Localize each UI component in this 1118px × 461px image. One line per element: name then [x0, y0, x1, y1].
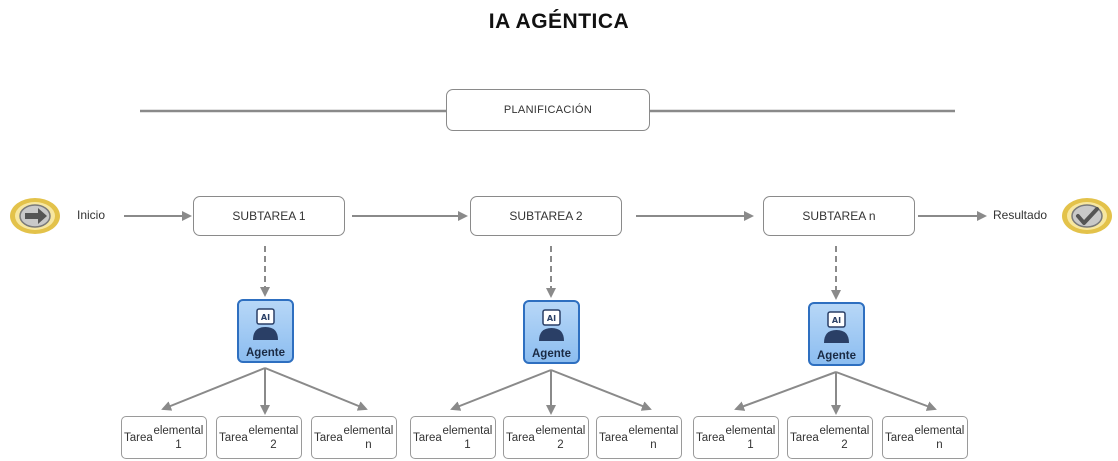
task-line1: Tarea [506, 431, 535, 444]
svg-text:AI: AI [547, 314, 556, 323]
arrow-agent2-taskn [550, 369, 652, 411]
task-line1: Tarea [790, 431, 819, 444]
task-2-1: Tarea elemental 1 [410, 416, 496, 459]
task-line2: elemental 1 [442, 424, 493, 451]
task-line2: elemental 1 [153, 424, 204, 451]
task-2-2: Tarea elemental 2 [503, 416, 589, 459]
checkmark-icon [1062, 198, 1112, 234]
subtask-2: SUBTAREA 2 [470, 196, 622, 236]
task-line1: Tarea [696, 431, 725, 444]
task-line2: elemental n [914, 424, 965, 451]
result-label: Resultado [993, 208, 1048, 222]
planning-box: PLANIFICACIÓN [446, 89, 650, 131]
arrow-agent1-taskn [264, 367, 368, 411]
task-line2: elemental 2 [535, 424, 586, 451]
task-line2: elemental 2 [819, 424, 870, 451]
task-line1: Tarea [885, 431, 914, 444]
arrow-agentn-taskn [835, 371, 937, 411]
agent-label: Agente [532, 348, 571, 360]
svg-text:AI: AI [261, 313, 270, 322]
task-1-n: Tarea elemental n [311, 416, 397, 459]
task-line2: elemental n [628, 424, 679, 451]
task-line1: Tarea [314, 431, 343, 444]
ai-person-icon: AI [824, 311, 849, 343]
task-n-1: Tarea elemental 1 [693, 416, 779, 459]
task-n-2: Tarea elemental 2 [787, 416, 873, 459]
task-1-2: Tarea elemental 2 [216, 416, 302, 459]
task-line2: elemental n [343, 424, 394, 451]
agent-2: AI Agente [523, 300, 580, 364]
arrow-right-icon [10, 198, 60, 234]
task-line1: Tarea [219, 431, 248, 444]
agent-label: Agente [817, 350, 856, 362]
svg-text:AI: AI [832, 316, 841, 325]
agent-label: Agente [246, 347, 285, 359]
task-n-n: Tarea elemental n [882, 416, 968, 459]
agent-n: AI Agente [808, 302, 865, 366]
task-1-1: Tarea elemental 1 [121, 416, 207, 459]
arrow-agentn-task1 [734, 371, 837, 411]
task-line1: Tarea [413, 431, 442, 444]
task-line2: elemental 1 [725, 424, 776, 451]
task-2-n: Tarea elemental n [596, 416, 682, 459]
arrow-agent2-task1 [450, 369, 552, 411]
ai-person-icon: AI [539, 309, 564, 341]
task-line1: Tarea [124, 431, 153, 444]
task-line2: elemental 2 [248, 424, 299, 451]
ai-person-icon: AI [253, 308, 278, 340]
subtask-n: SUBTAREA n [763, 196, 915, 236]
diagram-title: IA AGÉNTICA [488, 10, 630, 33]
subtask-1: SUBTAREA 1 [193, 196, 345, 236]
agent-1: AI Agente [237, 299, 294, 363]
start-label: Inicio [77, 208, 106, 222]
arrow-agent1-task1 [161, 367, 266, 411]
task-line1: Tarea [599, 431, 628, 444]
